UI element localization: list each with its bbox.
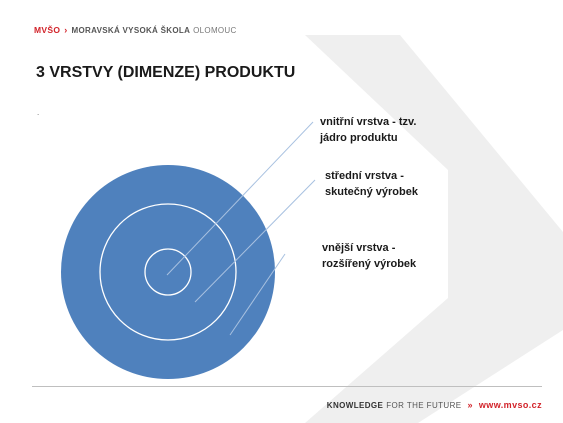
label-outer-layer: vnější vrstva - rozšířený výrobek [322, 240, 416, 272]
label-inner-line-1: vnitřní vrstva - tzv. [320, 116, 417, 128]
brand-logo: MVŠO [34, 25, 61, 35]
school-city: OLOMOUC [193, 25, 237, 35]
footer-divider [32, 386, 542, 387]
leader-line-outer [229, 253, 286, 336]
outer-layer-circle [61, 165, 275, 379]
label-middle-line-2: skutečný výrobek [325, 186, 418, 198]
footer-tagline-bold: KNOWLEDGE [326, 400, 384, 410]
footer-tagline-light: FOR THE FUTURE [386, 400, 462, 410]
leader-line-middle [194, 179, 316, 303]
header: MVŠO › MORAVSKÁ VYSOKÁ ŠKOLA OLOMOUC [34, 25, 237, 35]
label-inner-layer: vnitřní vrstva - tzv. jádro produktu [320, 114, 416, 146]
school-name: MORAVSKÁ VYSOKÁ ŠKOLA [71, 25, 191, 35]
label-outer-line-2: rozšířený výrobek [322, 258, 417, 270]
website-link[interactable]: www.mvso.cz [478, 400, 542, 410]
double-chevron-icon: » [467, 400, 473, 410]
label-middle-line-1: střední vrstva - [325, 170, 404, 182]
page-title: 3 VRSTVY (DIMENZE) PRODUKTU [36, 64, 296, 81]
leader-line-inner [166, 121, 314, 276]
label-outer-line-1: vnější vrstva - [322, 242, 396, 254]
inner-layer-ring [144, 248, 192, 296]
middle-layer-ring [99, 203, 237, 341]
label-inner-line-2: jádro produktu [320, 132, 398, 144]
chevron-right-icon: › [64, 25, 68, 35]
footer: KNOWLEDGE FOR THE FUTURE » www.mvso.cz [327, 400, 542, 410]
chevron-shape [305, 35, 563, 423]
label-middle-layer: střední vrstva - skutečný výrobek [325, 168, 418, 200]
bullet-marker: . [37, 108, 40, 117]
